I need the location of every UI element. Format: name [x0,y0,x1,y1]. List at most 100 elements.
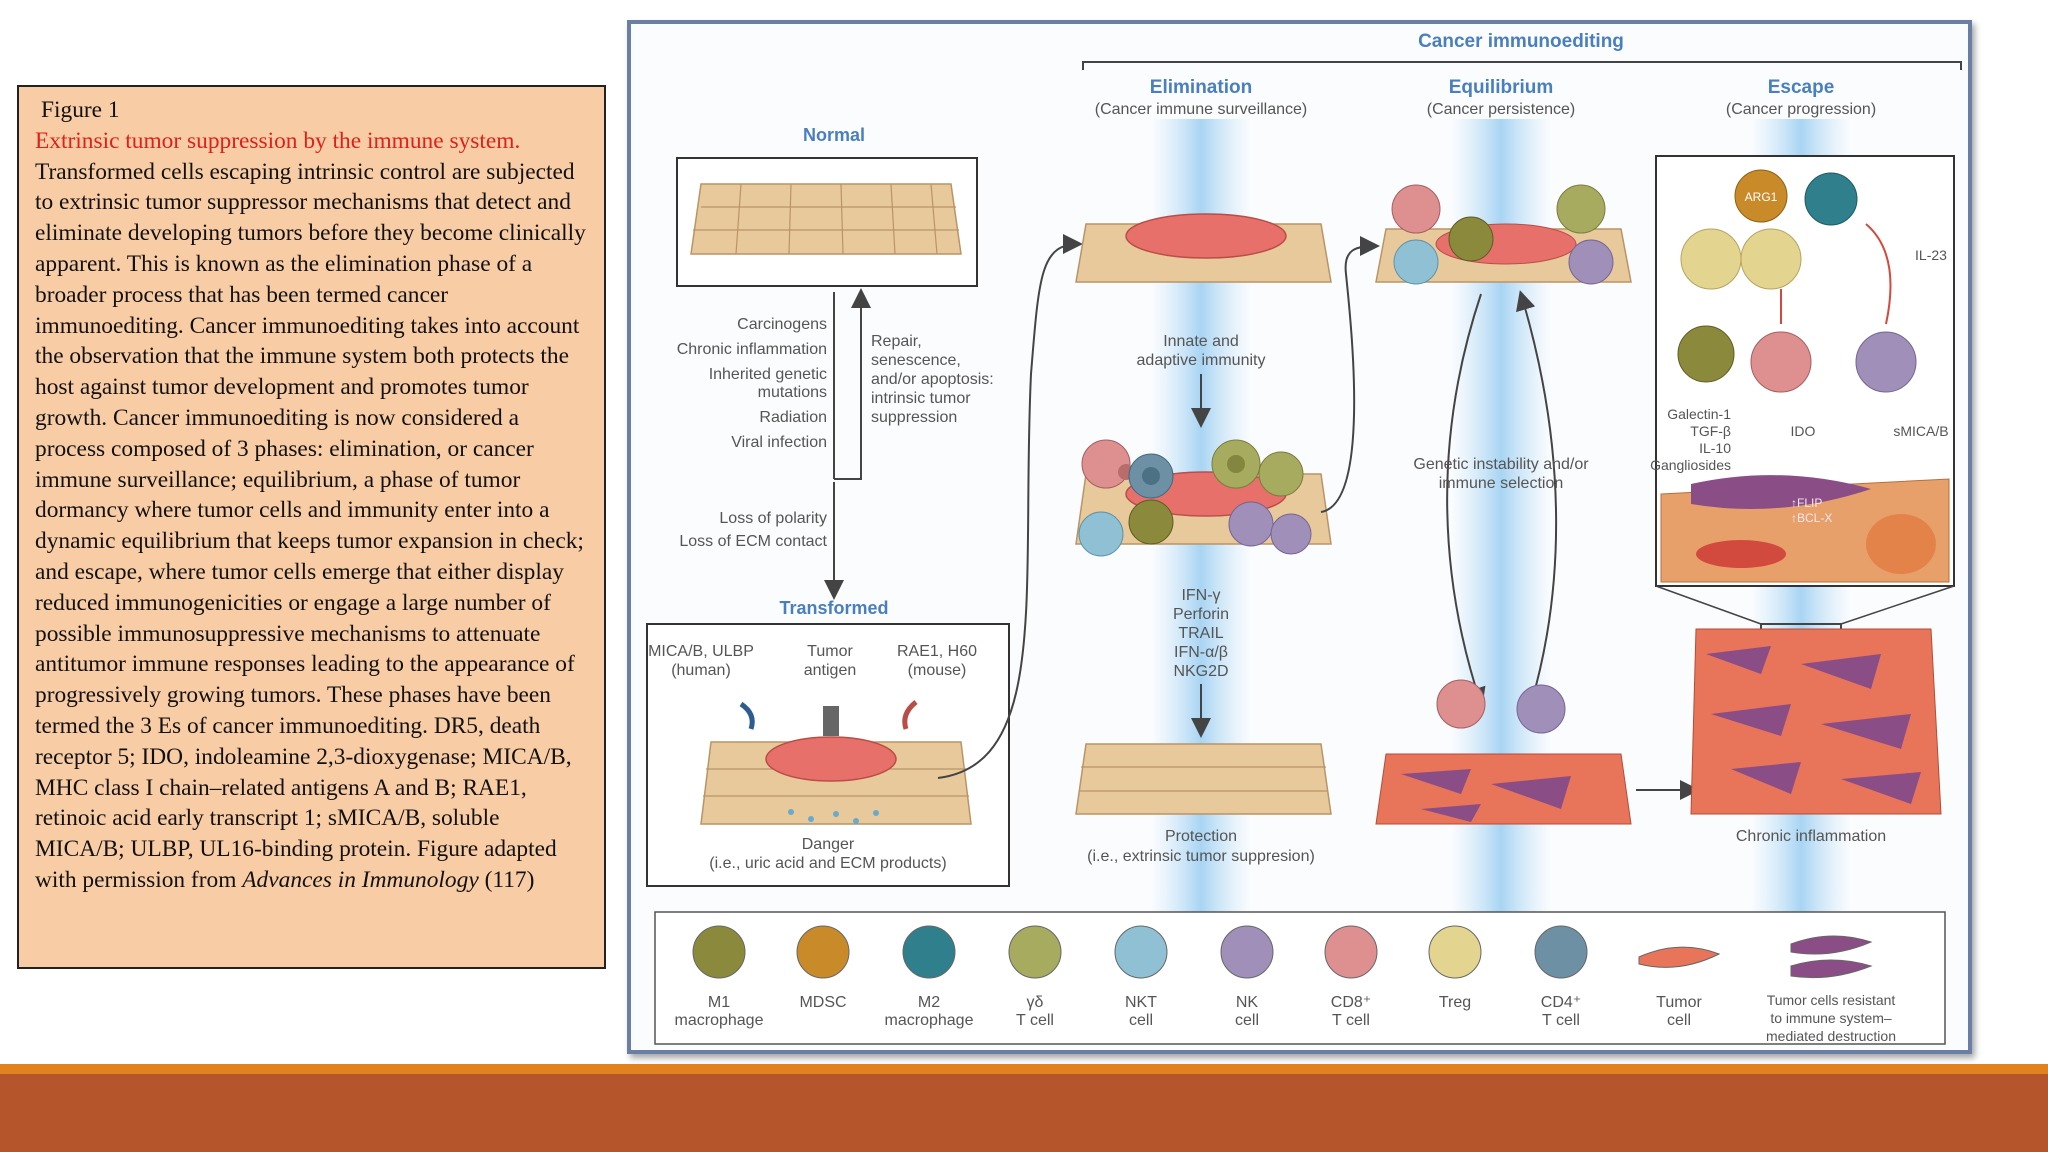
equilibrium-up-arrow [1516,290,1558,705]
escape-inset-cells: ARG1 [1677,169,1917,393]
transformed-to-elimination-arrow [937,234,1083,779]
tumor-antigen-label-2: antigen [804,662,857,679]
danger-sublabel: (i.e., uric acid and ECM products) [709,855,946,872]
legend-label-2-1: macrophage [885,1012,974,1029]
legend-swatch-0 [692,925,746,979]
legend-label-10-0: Tumor cells resistant [1767,992,1896,1008]
figure-label: Figure 1 [41,97,120,123]
repair-list: Repair, senescence, and/or apoptosis: in… [871,333,994,426]
footer-accent-stripe [0,1064,2048,1074]
legend-swatch-6 [1324,925,1378,979]
svg-text:TGF-β: TGF-β [1690,423,1731,439]
danger-label: Danger [802,836,855,853]
svg-text:suppression: suppression [871,409,957,426]
legend-label-4-0: NKT [1125,994,1157,1011]
svg-text:Loss of ECM contact: Loss of ECM contact [679,533,827,550]
equilibrium-title: Equilibrium [1449,77,1554,98]
normal-tissue [690,183,962,255]
loss-list: Loss of polarity Loss of ECM contact [679,510,827,550]
effector-molecules: IFN-γ Perforin TRAIL IFN-α/β NKG2D [1173,587,1229,680]
legend-swatch-7 [1428,925,1482,979]
caption-body: Transformed cells escaping intrinsic con… [35,158,586,893]
genetic-instability-label: Genetic instability and/or [1413,456,1589,473]
svg-text:Repair,: Repair, [871,333,922,350]
smica-label: sMICA/B [1893,423,1948,439]
svg-text:Viral infection: Viral infection [731,434,827,451]
legend-label-8-1: T cell [1542,1012,1580,1029]
svg-text:IFN-γ: IFN-γ [1181,587,1220,604]
escape-inset-tumor [1660,475,1950,583]
legend-label-6-1: T cell [1332,1012,1370,1029]
mica-label: MICA/B, ULBP [648,643,754,660]
figure-caption: Figure 1 Extrinsic tumor suppression by … [17,85,606,969]
legend-swatch-2 [902,925,956,979]
escape-tumor-mass [1690,628,1942,815]
legend-label-3-0: γδ [1027,994,1044,1011]
legend-label-2-0: M2 [918,994,940,1011]
legend-label-6-0: CD8⁺ [1331,994,1371,1011]
escape-subtitle: (Cancer progression) [1726,101,1876,118]
svg-text:Radiation: Radiation [759,409,827,426]
elimination-subtitle: (Cancer immune surveillance) [1095,101,1308,118]
svg-text:NKG2D: NKG2D [1173,663,1228,680]
equilibrium-down-arrow [1446,293,1486,708]
legend-label-5-1: cell [1235,1012,1259,1029]
legend-label-10-2: mediated destruction [1766,1028,1896,1044]
figure-title: Extrinsic tumor suppression by the immun… [35,127,521,154]
equilibrium-tumor [1375,679,1632,825]
equilibrium-subtitle: (Cancer persistence) [1427,101,1576,118]
flip-label: ↑FLIP [1791,496,1822,510]
svg-text:mutations: mutations [758,384,827,401]
mica-label-2: (human) [671,662,731,679]
protected-tissue [1075,743,1332,815]
svg-text:Chronic inflammation: Chronic inflammation [677,341,827,358]
caption-reference: (117) [484,866,535,893]
svg-text:intrinsic tumor: intrinsic tumor [871,390,971,407]
svg-text:Gangliosides: Gangliosides [1650,457,1731,473]
legend-swatch-4 [1114,925,1168,979]
legend-swatch-10 [1790,935,1873,979]
legend-label-1-0: MDSC [799,994,846,1011]
transformed-title: Transformed [779,598,888,618]
svg-text:IFN-α/β: IFN-α/β [1174,644,1228,661]
rae-label-2: (mouse) [908,662,967,679]
immunoediting-header: Cancer immunoediting [1418,31,1624,52]
svg-text:Carcinogens: Carcinogens [737,316,827,333]
svg-text:and/or apoptosis:: and/or apoptosis: [871,371,994,388]
svg-text:Loss of polarity: Loss of polarity [719,510,827,527]
immunoediting-figure: Cancer immunoediting Elimination (Cancer… [627,20,1972,1054]
innate-adaptive-label: Innate and [1163,333,1239,350]
svg-text:TRAIL: TRAIL [1178,625,1223,642]
suppressor-list: Galectin-1 TGF-β IL-10 Gangliosides [1650,406,1731,473]
ido-label: IDO [1791,423,1816,439]
journal-name: Advances in Immunology [242,866,479,893]
repair-arrow [833,292,861,480]
legend-label-0-1: macrophage [675,1012,764,1029]
svg-text:IL-10: IL-10 [1699,440,1731,456]
equilibrium-cluster [1375,184,1632,285]
cell-legend-box [654,911,1946,1045]
bclx-label: ↑BCL-X [1791,511,1832,525]
rae-label: RAE1, H60 [897,643,977,660]
transformed-tissue [700,700,972,825]
svg-text:Galectin-1: Galectin-1 [1667,406,1731,422]
legend-label-9-0: Tumor [1656,994,1702,1011]
legend-label-10-1: to immune system– [1770,1010,1892,1026]
genetic-instability-label-2: immune selection [1439,475,1564,492]
escape-title: Escape [1768,77,1835,98]
footer-bar [0,1074,2048,1152]
causes-list: Carcinogens Chronic inflammation Inherit… [677,316,827,451]
svg-text:Inherited genetic: Inherited genetic [709,366,827,383]
zoom-lines [1655,585,1955,625]
elimination-title: Elimination [1150,77,1252,98]
legend-swatch-9 [1638,946,1721,968]
arg1-label: ARG1 [1745,190,1778,204]
protection-label: Protection [1165,828,1237,845]
legend-label-7-0: Treg [1439,994,1471,1011]
elimination-to-equilibrium-arrow [1320,236,1380,513]
svg-text:Perforin: Perforin [1173,606,1229,623]
legend-label-3-1: T cell [1016,1012,1054,1029]
innate-adaptive-label-2: adaptive immunity [1137,352,1266,369]
chronic-inflammation-label: Chronic inflammation [1736,828,1886,845]
